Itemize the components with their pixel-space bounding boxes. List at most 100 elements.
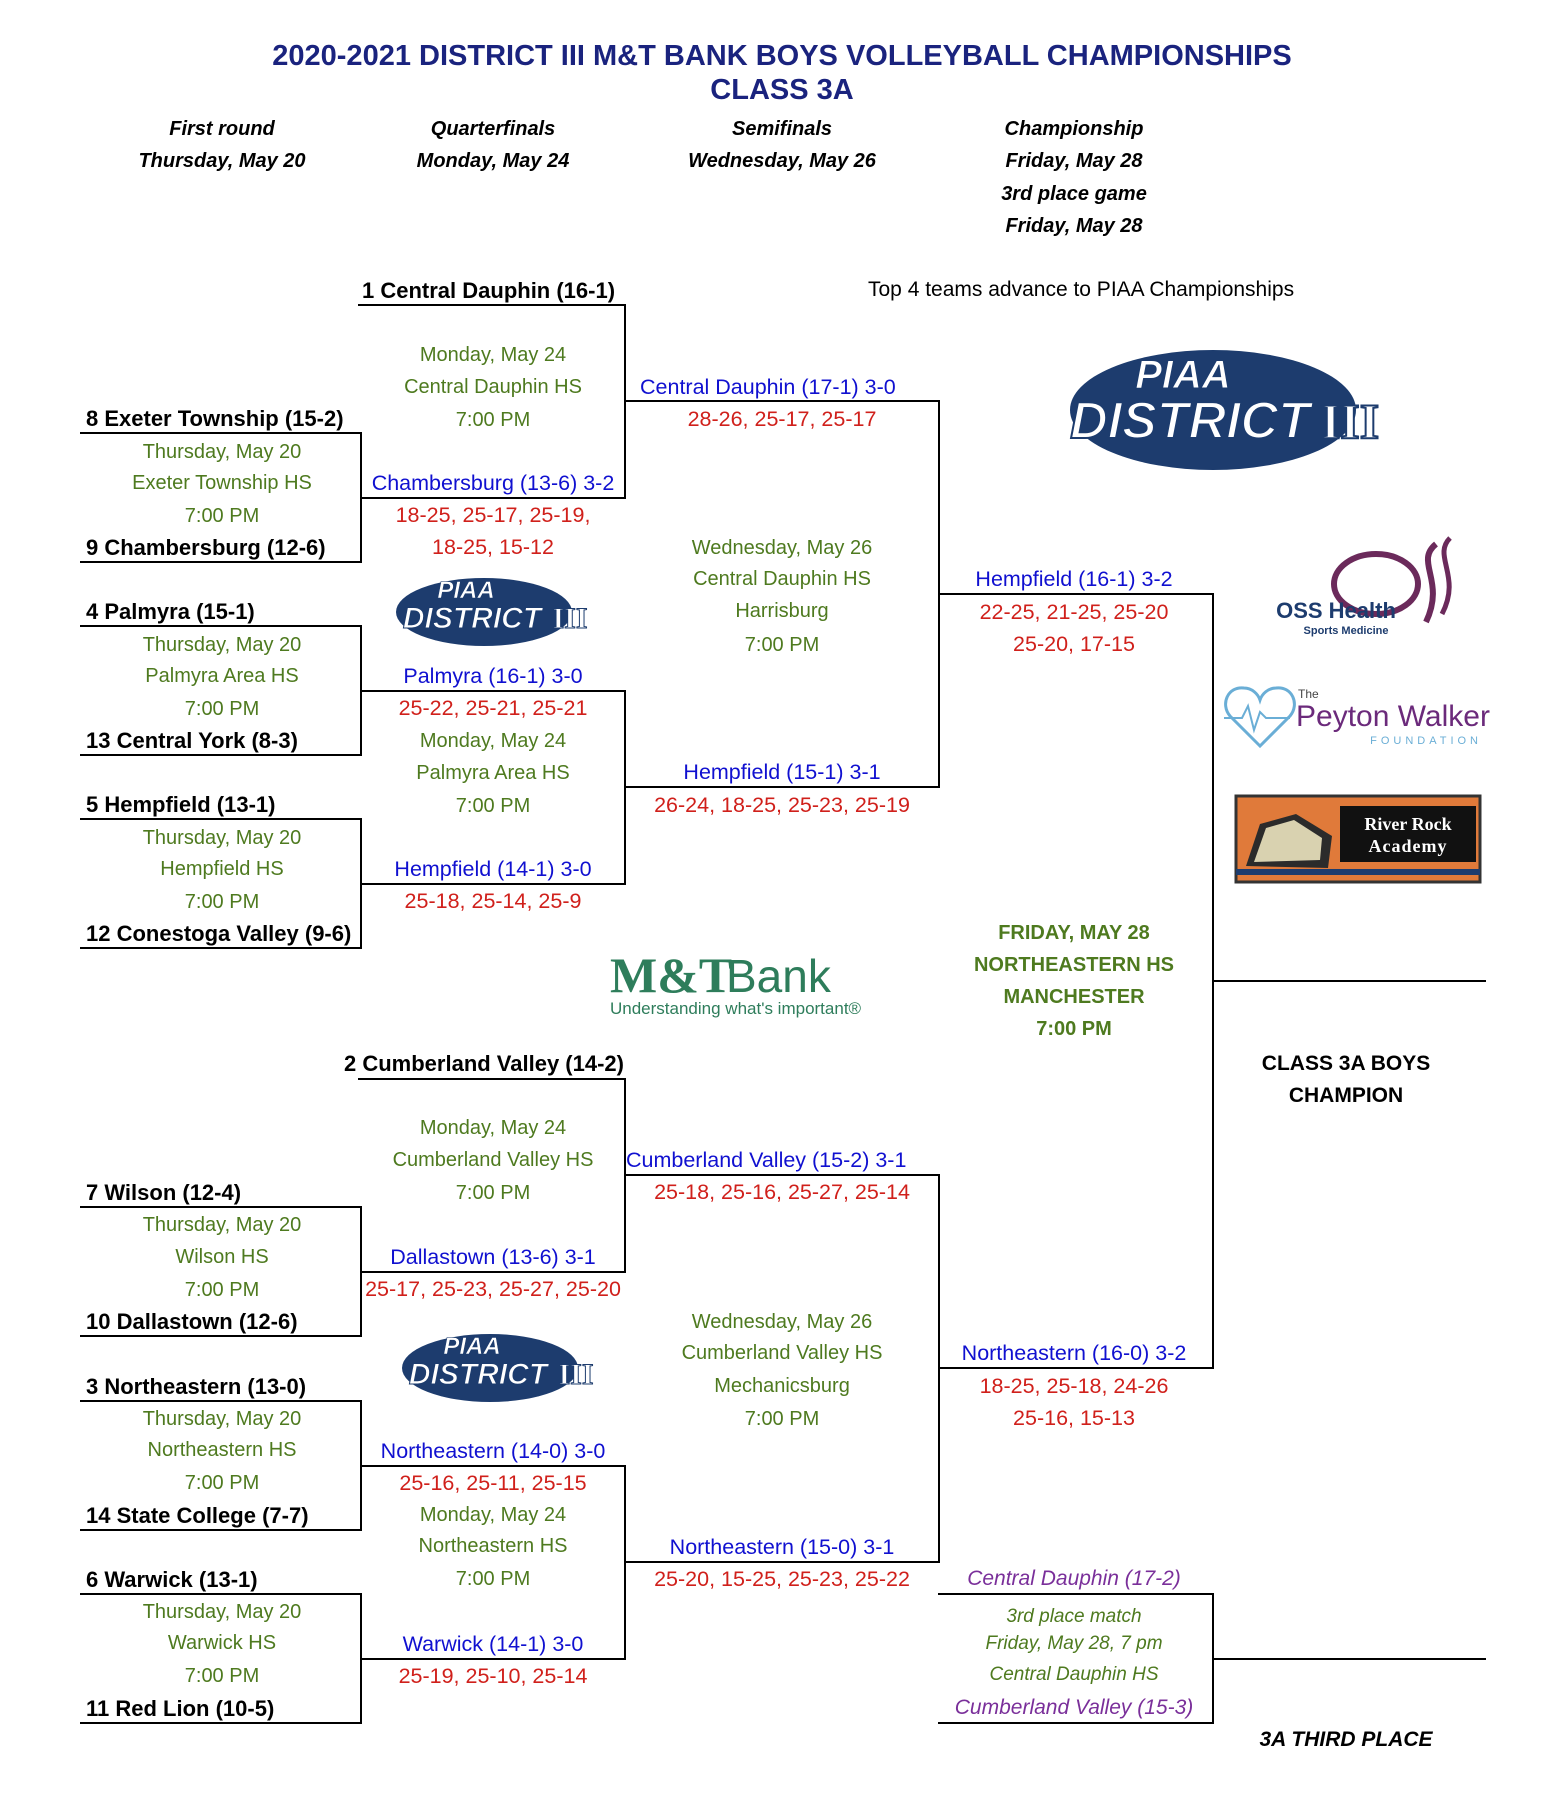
g4-score: 25-17, 25-23, 25-27, 25-20 (365, 1277, 621, 1301)
bracket-line (80, 947, 362, 949)
sf1-score-1: 22-25, 21-25, 25-20 (979, 600, 1169, 624)
g3-score: 25-18, 25-14, 25-9 (404, 889, 582, 913)
champion-label-2: CHAMPION (1288, 1084, 1404, 1107)
svg-text:Sports Medicine: Sports Medicine (1304, 625, 1389, 637)
qf4-date: Monday, May 24 (419, 1504, 567, 1526)
piaa-district-logo-small: PIAA DISTRICT III (394, 574, 604, 648)
bracket-line (80, 561, 362, 563)
g3-date: Thursday, May 20 (142, 827, 302, 849)
round-date-first: Thursday, May 20 (138, 150, 306, 172)
bracket-line (1212, 980, 1486, 982)
qf4-site: Northeastern HS (418, 1535, 568, 1557)
final-site: NORTHEASTERN HS (973, 954, 1175, 976)
qf1-time: 7:00 PM (455, 409, 531, 431)
seed-10-team: 10 Dallastown (12-6) (86, 1309, 298, 1334)
g6-score: 25-19, 25-10, 25-14 (398, 1664, 588, 1688)
bracket-line (360, 1658, 626, 1660)
sf2-winner: Northeastern (16-0) 3-2 (961, 1341, 1187, 1365)
bracket-line (80, 1529, 362, 1531)
seed-14-team: 14 State College (7-7) (86, 1503, 309, 1528)
svg-text:M&T: M&T (610, 947, 732, 1003)
sf2-time: 7:00 PM (744, 1408, 820, 1430)
bracket-line (938, 593, 1214, 595)
svg-text:DISTRICT: DISTRICT (1070, 392, 1314, 450)
bracket-line (80, 625, 362, 627)
bracket-line (938, 1593, 1214, 1595)
bracket-line (80, 818, 362, 820)
seed-7-team: 7 Wilson (12-4) (86, 1180, 242, 1205)
svg-text:DISTRICT: DISTRICT (409, 1358, 550, 1391)
bracket-line (624, 1465, 626, 1563)
qf2-site: Palmyra Area HS (416, 762, 570, 784)
g2-winner: Palmyra (16-1) 3-0 (403, 664, 583, 688)
third-when: Friday, May 28, 7 pm (985, 1633, 1163, 1654)
bracket-line (80, 754, 362, 756)
seed-6-team: 6 Warwick (13-1) (86, 1567, 258, 1592)
sf2-date: Wednesday, May 26 (691, 1311, 873, 1333)
sf2-score-1: 18-25, 25-18, 24-26 (979, 1374, 1169, 1398)
bracket-line (1212, 1658, 1486, 1660)
sf1-city: Harrisburg (735, 600, 829, 622)
svg-text:III: III (558, 1358, 593, 1391)
g4-time: 7:00 PM (184, 1279, 260, 1301)
bracket-line (80, 1206, 362, 1208)
bracket-line (938, 1367, 1214, 1369)
round-name-first: First round (169, 118, 275, 140)
seed-4-team: 4 Palmyra (15-1) (86, 599, 255, 624)
svg-text:Bank: Bank (726, 950, 832, 1002)
g1-score-1: 18-25, 25-17, 25-19, (395, 503, 591, 527)
svg-text:The: The (1298, 687, 1319, 701)
g2-date: Thursday, May 20 (142, 634, 302, 656)
bracket-line (80, 1722, 362, 1724)
bracket-line (624, 786, 940, 788)
seed-2-team: 2 Cumberland Valley (14-2) (344, 1051, 624, 1076)
river-rock-logo: River Rock Academy (1234, 794, 1482, 884)
qf3-time: 7:00 PM (455, 1182, 531, 1204)
mt-bank-logo: M&T Bank Understanding what's important® (608, 944, 892, 1028)
qf1-site: Central Dauphin HS (404, 376, 582, 398)
bracket-line (360, 497, 626, 499)
sf2-score-2: 25-16, 15-13 (1013, 1406, 1135, 1430)
bracket-line (358, 1078, 626, 1080)
round-name-third: 3rd place game (1001, 183, 1147, 205)
qf2-winner: Hempfield (15-1) 3-1 (683, 760, 881, 784)
qf3-date: Monday, May 24 (419, 1117, 567, 1139)
bracket-line (624, 304, 626, 401)
g6-date: Thursday, May 20 (142, 1601, 302, 1623)
svg-text:Understanding what's important: Understanding what's important® (610, 999, 862, 1018)
g1-time: 7:00 PM (184, 505, 260, 527)
page-subtitle: CLASS 3A (710, 74, 854, 106)
qf4-time: 7:00 PM (455, 1568, 531, 1590)
seed-13-team: 13 Central York (8-3) (86, 728, 298, 753)
round-date-third: Friday, May 28 (1005, 215, 1143, 237)
svg-text:PIAA: PIAA (1135, 353, 1231, 397)
champion-label-1: CLASS 3A BOYS (1261, 1052, 1431, 1075)
bracket-line (360, 690, 626, 692)
piaa-district-logo-small-2: PIAA DISTRICT III (400, 1330, 610, 1404)
sf1-time: 7:00 PM (744, 634, 820, 656)
qf4-score: 25-20, 15-25, 25-23, 25-22 (654, 1567, 910, 1591)
qf4-winner: Northeastern (15-0) 3-1 (669, 1535, 895, 1559)
svg-text:OSS Health: OSS Health (1276, 598, 1396, 623)
qf3-score: 25-18, 25-16, 25-27, 25-14 (654, 1180, 910, 1204)
bracket-line (624, 1561, 940, 1563)
sf1-score-2: 25-20, 17-15 (1013, 632, 1135, 656)
page-title: 2020-2021 DISTRICT III M&T BANK BOYS VOL… (272, 40, 1292, 72)
g5-site: Northeastern HS (147, 1439, 297, 1461)
round-date-final: Friday, May 28 (1005, 150, 1143, 172)
third-place-result-label: 3A THIRD PLACE (1259, 1728, 1433, 1751)
g6-site: Warwick HS (167, 1632, 277, 1654)
bracket-line (80, 1593, 362, 1595)
advance-note: Top 4 teams advance to PIAA Championship… (868, 278, 1295, 301)
oss-health-logo: OSS Health Sports Medicine (1236, 532, 1466, 638)
g4-date: Thursday, May 20 (142, 1214, 302, 1236)
bracket-line (624, 400, 626, 499)
svg-text:FOUNDATION: FOUNDATION (1370, 735, 1482, 747)
svg-text:DISTRICT: DISTRICT (403, 602, 544, 635)
g5-time: 7:00 PM (184, 1472, 260, 1494)
g6-time: 7:00 PM (184, 1665, 260, 1687)
g5-winner: Northeastern (14-0) 3-0 (380, 1439, 606, 1463)
bracket-line (624, 1561, 626, 1660)
g3-winner: Hempfield (14-1) 3-0 (394, 857, 592, 881)
svg-text:River Rock: River Rock (1364, 814, 1451, 834)
